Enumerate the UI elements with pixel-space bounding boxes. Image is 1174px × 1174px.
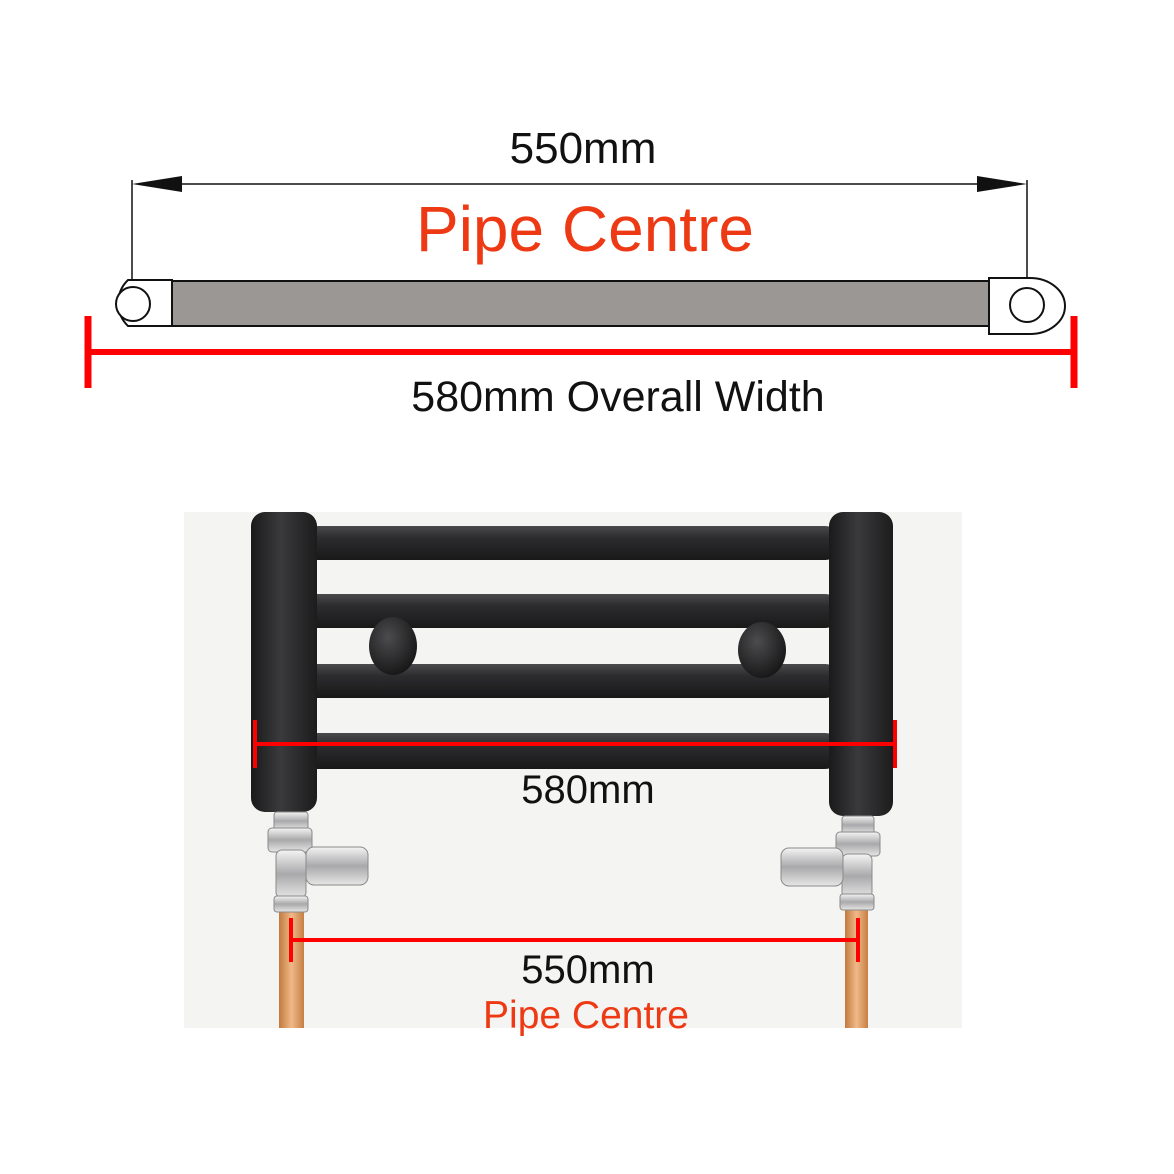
left-copper-pipe [279,898,304,1028]
arrow-right-icon [977,176,1027,192]
right-valve-icon [780,815,881,911]
arrow-left-icon [132,176,182,192]
photo-overall-width-value: 580mm [521,768,654,812]
rail-4 [300,733,840,769]
top-diagram: 550mm Pipe Centre 580mm Overall Width [84,124,1078,421]
left-upright [251,512,317,812]
right-upright [829,512,893,816]
rail-2 [300,594,840,628]
rail-3 [300,664,840,698]
overall-width-label: 580mm Overall Width [411,373,824,421]
photo-pipe-centre-value: 550mm [521,948,654,992]
left-valve-icon [267,811,369,913]
rail-1 [300,526,840,560]
right-pipe-circle-icon [1009,287,1045,323]
right-copper-pipe [845,898,868,1028]
wall-bracket-left-icon [369,617,417,675]
top-pipe-centre-value: 550mm [510,124,657,173]
photo-pipe-centre-label: Pipe Centre [483,994,689,1037]
left-pipe-circle-icon [115,286,151,322]
top-pipe-centre-label: Pipe Centre [416,193,754,265]
wall-bracket-right-icon [738,622,786,678]
radiator-photo: 580mm 550mm Pipe Centre [184,512,962,1037]
rail-bar [171,280,990,327]
